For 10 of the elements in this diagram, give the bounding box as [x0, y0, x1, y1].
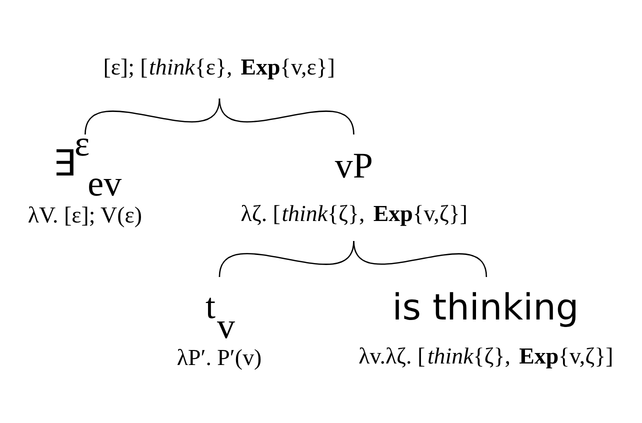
node-text: [ε]; [think{ε}, Exp{v,ε}]	[103, 54, 335, 80]
node-text: vP	[334, 145, 373, 186]
node-label: λV. [ε]; V(ε)	[28, 202, 142, 228]
connector	[218, 98, 354, 135]
node-label: λP′. P′(v)	[176, 344, 262, 370]
connector	[84, 98, 220, 135]
node-label: λζ. [think{ζ}, Exp{v,ζ}]	[240, 200, 468, 226]
node-label: λv.λζ. [think{ζ}, Exp{v,ζ}]	[358, 343, 614, 368]
connector	[353, 240, 488, 278]
node-text: is thinking	[392, 288, 579, 329]
